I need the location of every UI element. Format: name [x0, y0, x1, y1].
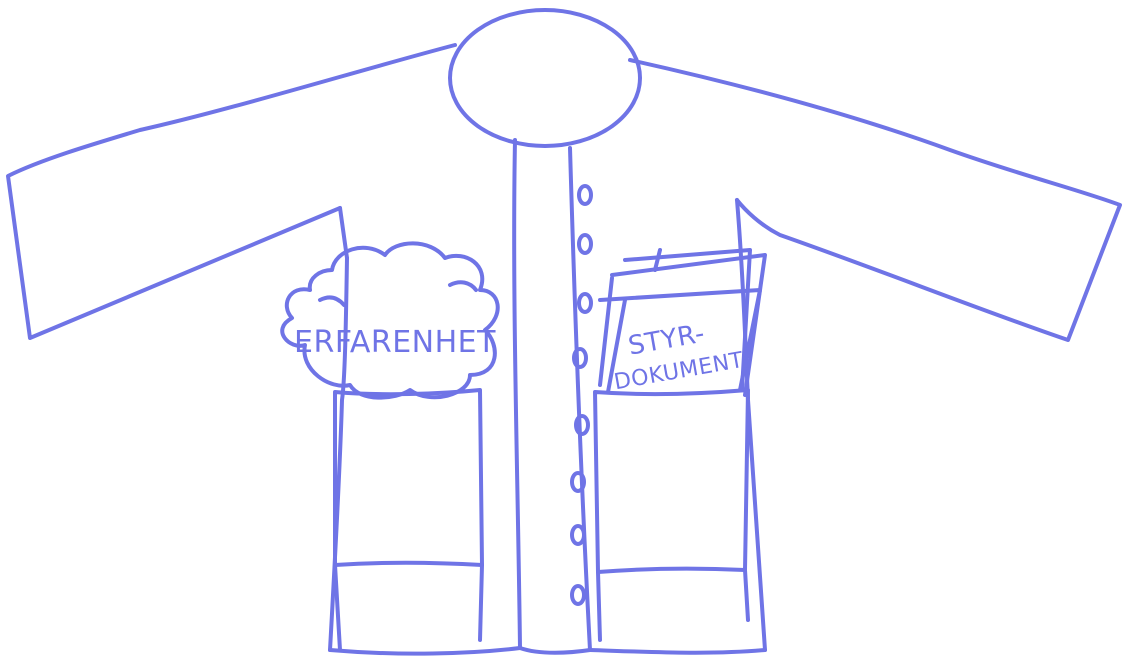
button-icon: [572, 526, 584, 544]
placket-right: [570, 148, 590, 650]
button-icon: [572, 586, 584, 604]
hem-left: [330, 648, 520, 654]
button-icon: [576, 416, 588, 434]
left-pocket: [335, 390, 482, 650]
hem-right: [590, 650, 765, 653]
right-pocket: [595, 390, 748, 640]
collar-oval: [450, 10, 640, 146]
button-icon: [579, 294, 591, 312]
placket-bottom: [520, 648, 590, 653]
right-sleeve: [630, 60, 1120, 340]
placket-left: [514, 140, 520, 648]
experience-label: ERFARENHET: [294, 325, 496, 360]
button-icon: [572, 473, 584, 491]
jacket-outline: [8, 45, 1120, 654]
left-sleeve: [8, 45, 455, 338]
button-icon: [574, 349, 586, 367]
button-icon: [579, 186, 591, 204]
button-icon: [579, 235, 591, 253]
cloud-icon: [282, 243, 497, 397]
